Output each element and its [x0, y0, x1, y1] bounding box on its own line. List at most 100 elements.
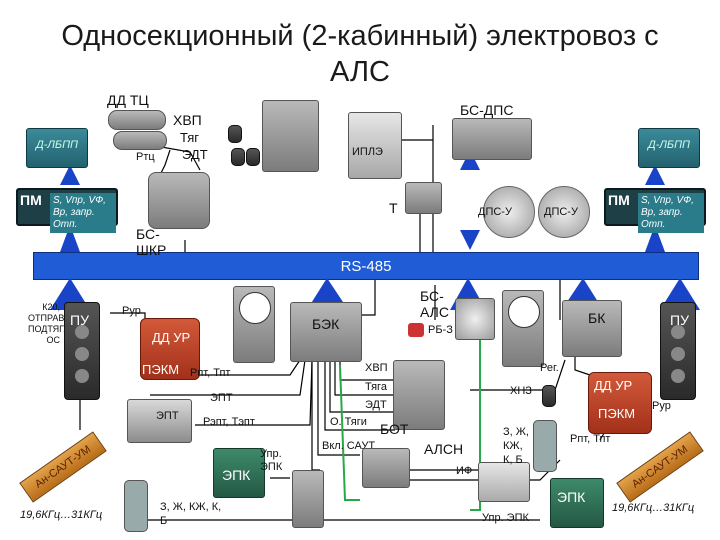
dd-tc-sensor-1 — [108, 110, 166, 130]
green-line-right — [470, 335, 481, 511]
pu-right-label: ПУ — [670, 312, 689, 328]
bot-label: БОТ — [380, 421, 409, 437]
arrow-up-dlbpp-left-icon — [60, 165, 80, 185]
green-line-left — [339, 364, 360, 501]
rb-z-label: РБ-З — [428, 324, 453, 336]
o-tyagi-line — [324, 362, 395, 431]
upr-epk-top-label: Упр. ЭПК — [260, 448, 283, 473]
pm-right-screen: S, Vпр, VФ, Вр, запр. Отп. — [638, 193, 704, 233]
title-line1: Односекционный (2-кабинный) электровоз с — [61, 20, 659, 52]
tyaga-line — [334, 362, 395, 396]
bek-unit — [290, 302, 362, 362]
epk-right-label: ЭПК — [557, 489, 586, 505]
arrow-up-dps-left-icon — [460, 150, 480, 170]
tyaga-label: Тяга — [365, 381, 387, 393]
rtc-label: Ртц — [136, 151, 155, 163]
signals-left-label: З, Ж, КЖ, К, Б — [160, 501, 222, 527]
rur-right-label: Рур — [652, 400, 671, 412]
freq-left-label: 19,6КГц…31КГц — [20, 509, 103, 521]
hnz-valve-coil — [542, 385, 556, 407]
dd-tc-label: ДД ТЦ — [107, 92, 149, 108]
bk-label: БК — [588, 310, 606, 326]
ept-line — [150, 359, 306, 396]
ppt-tpt-right-label: Рпт, Тпт — [570, 433, 611, 445]
bs-shkr-label: БС-ШКР — [136, 226, 167, 258]
dps-u-sensor-left — [483, 186, 535, 238]
t-label: Т — [389, 200, 398, 216]
d-lbpp-left-panel: Д-ЛБПП — [26, 128, 88, 168]
title-line2: АЛС — [330, 56, 390, 88]
slide-title: Односекционный (2-кабинный) электровоз с… — [0, 18, 720, 90]
pm-left-panel: ПМ S, Vпр, VФ, Вр, запр. Отп. — [16, 188, 118, 233]
ept-label: ЭПТ — [210, 392, 233, 404]
edt-mid-line — [329, 362, 395, 413]
bek-label: БЭК — [312, 316, 340, 332]
rur-left-label: Рур — [122, 305, 141, 317]
valve-assembly-mid — [393, 360, 445, 430]
vkl-saut-line — [317, 362, 360, 456]
pm-left-screen: S, Vпр, VФ, Вр, запр. Отп. — [50, 193, 116, 233]
valve-coil-3 — [246, 148, 260, 166]
dd-ur-pek-right-unit — [588, 372, 652, 434]
reg-line — [574, 355, 591, 376]
edt-top-label: ЭДТ — [182, 147, 208, 162]
bot-central-unit — [292, 470, 324, 528]
signals-right-label: З, Ж, КЖ, К, Б — [503, 426, 529, 466]
arrow-up-dlbpp-right-icon — [645, 165, 665, 185]
d-lbpp-left-label: Д-ЛБПП — [35, 139, 79, 151]
epk-left-unit: ЭПК — [213, 448, 265, 498]
hnz-label: ХНЗ — [510, 385, 532, 397]
d-lbpp-right-panel: Д-ЛБПП — [638, 128, 700, 168]
pm-left-label: ПМ — [20, 192, 42, 208]
arrow-down-bk-icon — [565, 278, 600, 305]
bs-als-label: БС-АЛС — [420, 288, 449, 320]
iplae-label: ИПЛЭ — [352, 146, 383, 158]
pressure-gauge-right — [502, 290, 544, 367]
valve-coil-2 — [231, 148, 245, 166]
bs-als-unit — [455, 298, 495, 340]
bs-dps-label: БС-ДПС — [460, 102, 514, 118]
dd-tc-sensor-2 — [113, 131, 167, 150]
edt-mid-label: ЭДТ — [365, 399, 387, 411]
valve-coil-1 — [228, 125, 242, 143]
bs-dps-unit — [452, 118, 532, 160]
d-lbpp-right-label: Д-ЛБПП — [647, 139, 691, 151]
dps-u1-label: ДПС-У — [478, 206, 512, 218]
arrow-up-left-icon — [60, 225, 80, 252]
o-tyagi-label: О. Тяги — [330, 416, 367, 428]
signal-lights-right — [533, 420, 557, 472]
pu-right-panel — [660, 302, 696, 400]
arrow-up-right-icon — [645, 225, 665, 252]
t-sensor-unit — [405, 182, 442, 214]
epk-right-unit: ЭПК — [550, 478, 604, 528]
dd-ur-left-label: ДД УР — [152, 330, 191, 345]
dd-ur-pekm-left-unit — [140, 318, 200, 380]
pu-left-label: ПУ — [70, 312, 89, 328]
dd-tc-to-bsshkr-line — [159, 149, 171, 176]
pekm-label: ПЭКМ — [142, 362, 180, 377]
dd-ur-right-label: ДД УР — [594, 378, 633, 393]
rb-z-button — [408, 323, 424, 337]
if-device-unit — [478, 462, 530, 502]
dps-u2-label: ДПС-У — [544, 206, 578, 218]
hvp-mid-label: ХВП — [365, 362, 388, 374]
ept-unit — [127, 399, 192, 443]
signal-lights-left — [124, 480, 148, 532]
pm-right-label: ПМ — [608, 192, 630, 208]
arrow-down-dps-left-icon — [460, 230, 480, 250]
pressure-gauge-left — [233, 286, 275, 363]
arrow-down-bek-icon — [310, 278, 345, 305]
dps-u-sensor-right — [538, 186, 590, 238]
iplae-unit — [348, 112, 402, 179]
green-connection-lines — [339, 335, 481, 511]
valve-assembly-top — [262, 100, 319, 172]
epk-left-label: ЭПК — [222, 467, 251, 483]
hvp-top-label: ХВП — [173, 112, 202, 128]
pept-tept-label: Рэпт, Тэпт — [203, 416, 255, 428]
bk-unit — [562, 300, 622, 357]
k20-label: К20, ОТПРАВ, ПОДТЯГ, ОС — [28, 302, 67, 345]
alsn-unit — [362, 448, 410, 488]
ppt-tpt-left-label: Рпт, Тпт — [190, 367, 231, 379]
vkl-saut-label: Вкл. САУТ — [322, 440, 376, 452]
